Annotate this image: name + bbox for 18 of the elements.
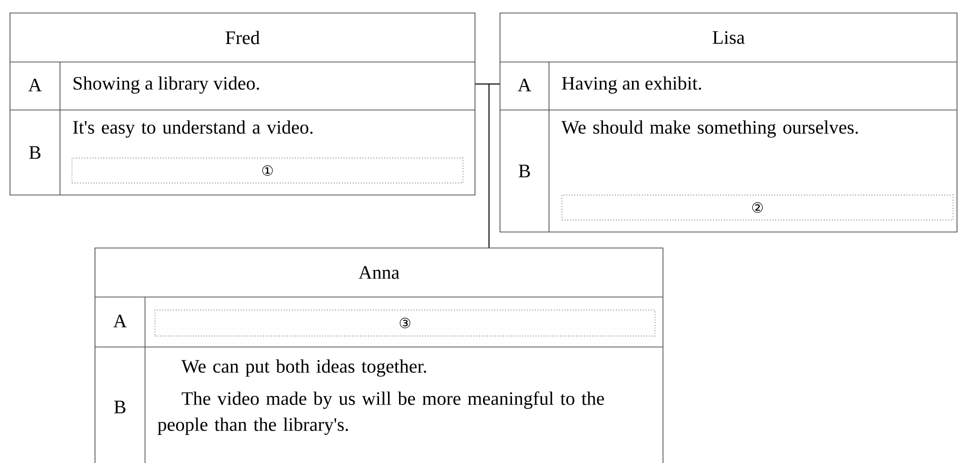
row-letter: A [113, 314, 127, 328]
table-heading: Anna [358, 266, 400, 279]
row-letter: A [518, 78, 532, 92]
row-letter: A [28, 78, 42, 92]
row-letter: B [29, 146, 40, 159]
row-letter: B [518, 164, 530, 178]
answer-box: ② [562, 194, 954, 220]
cell-text: Showing a library video. [74, 76, 260, 94]
cell-text: We should make something ourselves. [561, 120, 858, 138]
cell-text: The video made by us will be more meaningful to the people than the library's. [158, 391, 604, 435]
cell-text: We can put both ideas together. [181, 359, 426, 377]
table-heading: Fred [226, 30, 260, 44]
answer-box: ① [72, 158, 464, 184]
row-letter: B [114, 400, 126, 414]
cell-text: It's easy to understand a video. [73, 120, 313, 138]
cell-text: Having an exhibit. [562, 76, 702, 94]
answer-box: ③ [154, 310, 656, 336]
table-heading: Lisa [712, 31, 745, 44]
